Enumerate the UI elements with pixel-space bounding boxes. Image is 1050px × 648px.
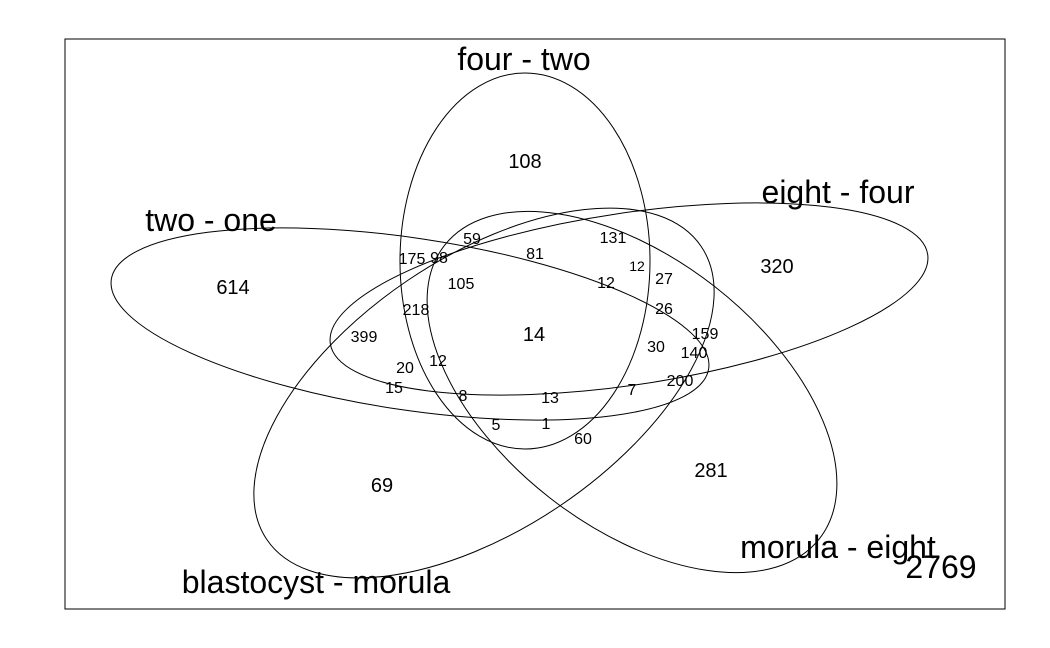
region-count: 131: [600, 230, 627, 247]
set-eight-four-ellipse: [329, 202, 929, 396]
region-count: 59: [463, 231, 481, 248]
region-count: 1: [542, 416, 551, 433]
region-count: 30: [647, 339, 665, 356]
region-count: 26: [655, 301, 673, 318]
region-count: 13: [541, 390, 559, 407]
region-count: 12: [629, 258, 645, 274]
set-label-two-one: two - one: [145, 202, 277, 238]
set-blastocyst-morula-ellipse: [253, 207, 715, 579]
region-count: 108: [508, 151, 541, 173]
region-count: 27: [655, 271, 673, 288]
region-count-center: 14: [523, 324, 545, 346]
region-count: 8: [459, 388, 468, 405]
region-count: 105: [448, 276, 475, 293]
region-count: 98: [430, 250, 448, 267]
region-count: 218: [403, 302, 430, 319]
region-count: 399: [351, 329, 378, 346]
set-label-eight-four: eight - four: [762, 174, 915, 210]
outside-count: 2769: [905, 549, 976, 585]
region-count: 81: [526, 246, 544, 263]
region-count: 15: [385, 380, 403, 397]
region-count: 175: [399, 251, 426, 268]
region-count: 12: [429, 353, 447, 370]
region-count: 69: [371, 475, 393, 497]
set-label-morula-eight: morula - eight: [740, 529, 936, 565]
set-four-two-ellipse: [399, 72, 651, 450]
region-count: 159: [692, 326, 719, 343]
plot-frame: [64, 38, 1006, 610]
region-count: 5: [492, 417, 501, 434]
region-count: 614: [216, 277, 249, 299]
region-count: 12: [597, 275, 615, 292]
region-count: 320: [760, 256, 793, 278]
set-label-blastocyst-morula: blastocyst - morula: [182, 564, 451, 600]
region-count: 281: [694, 460, 727, 482]
region-count: 140: [681, 345, 708, 362]
region-count: 200: [667, 373, 694, 390]
region-count: 7: [628, 382, 637, 399]
region-count: 60: [574, 431, 592, 448]
set-label-four-two: four - two: [457, 41, 590, 77]
set-two-one-ellipse: [110, 227, 710, 421]
region-count: 20: [396, 360, 414, 377]
